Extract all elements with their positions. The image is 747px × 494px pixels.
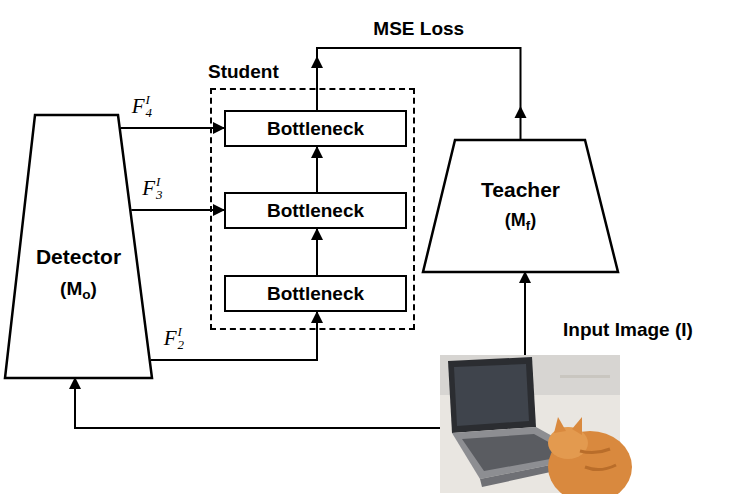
bottleneck-box: Bottleneck [224, 110, 407, 147]
input-image: Input Image (I) [440, 355, 620, 493]
photo-part [454, 364, 529, 426]
node-label: (Mf) [423, 210, 618, 231]
trapezoid-block: Detector (Mo) [5, 115, 152, 378]
arrowhead [311, 56, 323, 68]
connector [151, 312, 317, 360]
node-label: (Mo) [5, 278, 152, 300]
connector [121, 127, 224, 129]
bottleneck-box: Bottleneck [224, 275, 407, 312]
trapezoid-outline [423, 140, 618, 272]
node-label: Detector [5, 245, 152, 269]
connector [75, 378, 440, 428]
bottleneck-box: Bottleneck [224, 192, 407, 229]
group-heading: Student [205, 61, 282, 83]
node-label: Bottleneck [267, 283, 364, 305]
photo-part [560, 375, 610, 378]
photo-part [572, 417, 582, 435]
photo-part [554, 417, 566, 433]
node-label: Bottleneck [267, 200, 364, 222]
connector [316, 229, 318, 275]
photo-part [580, 449, 616, 470]
photo-part [448, 357, 536, 433]
trapezoid-shape [5, 115, 152, 378]
input-photo [440, 355, 620, 493]
arrowhead [515, 106, 527, 118]
feature-label: FI3 [142, 175, 162, 201]
trapezoid-shape [423, 140, 618, 272]
connector [524, 272, 526, 355]
node-label: Bottleneck [267, 118, 364, 140]
feature-label: FI2 [164, 325, 184, 351]
node-label: Teacher [423, 178, 618, 202]
feature-label: FI4 [132, 93, 152, 119]
loss-label: MSE Loss [373, 18, 464, 40]
group-heading: Input Image (I) [560, 319, 696, 341]
student-group: StudentBottleneckBottleneckBottleneck [210, 88, 415, 330]
trapezoid-block: Teacher (Mf) [423, 140, 618, 272]
connector [316, 147, 318, 192]
